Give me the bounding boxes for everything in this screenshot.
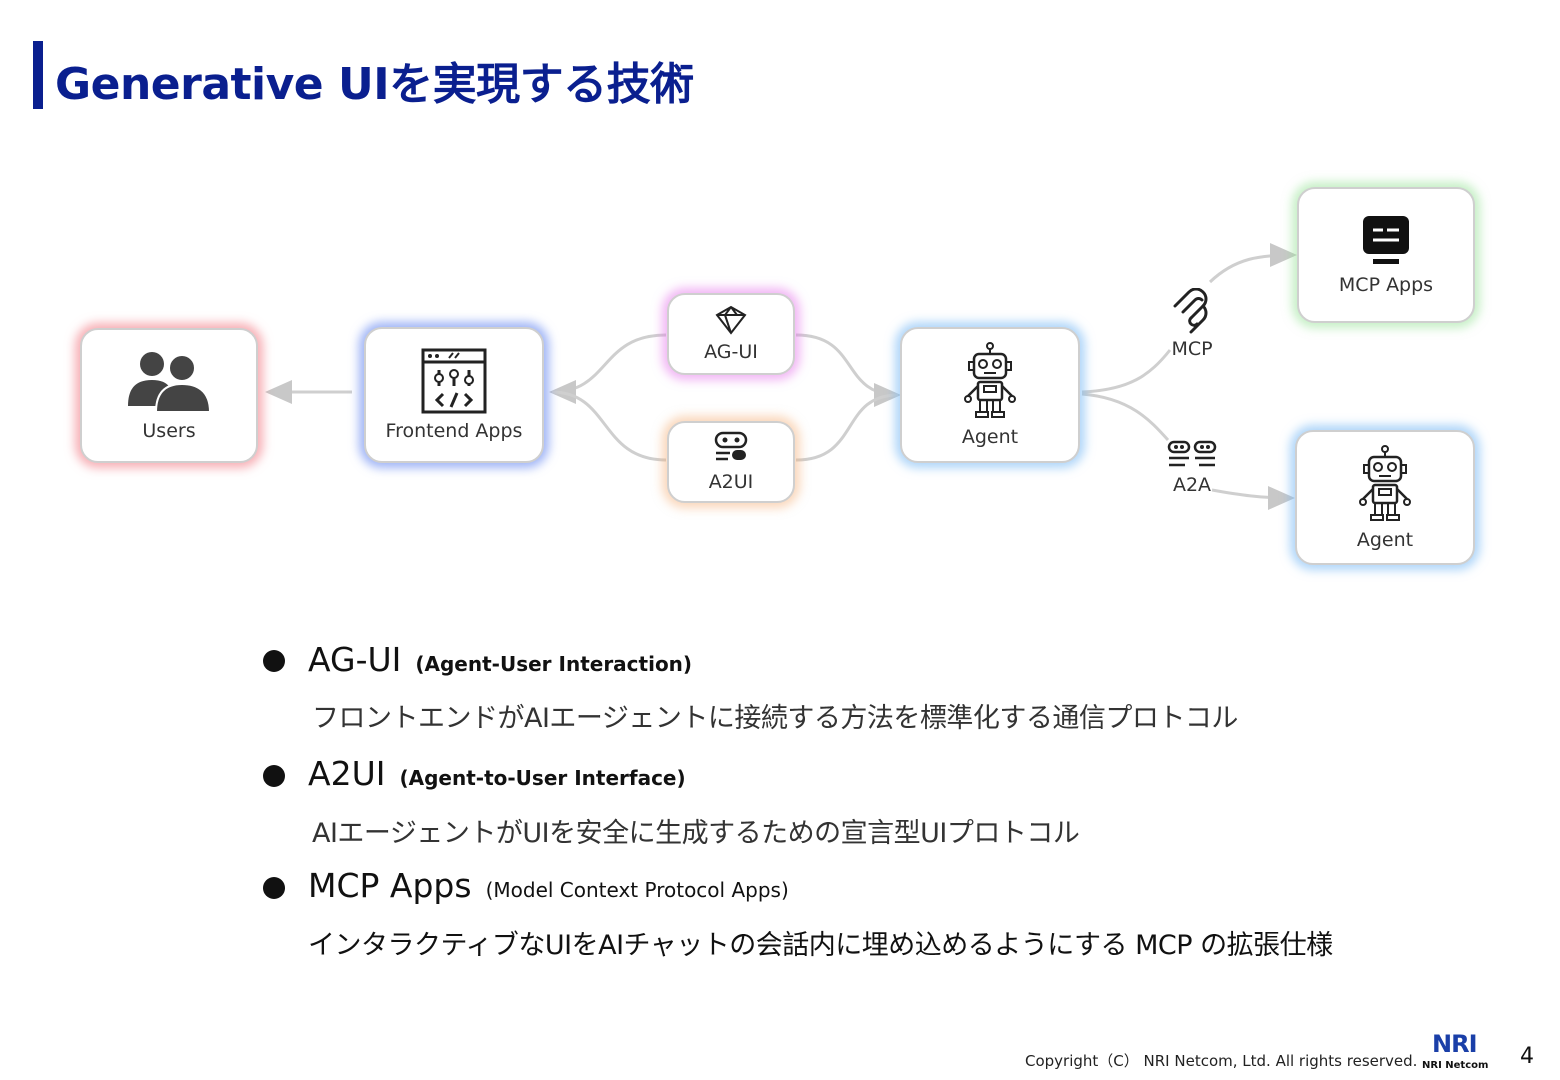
- arrow-agui-to-frontend: [549, 333, 667, 404]
- bullet-description: フロントエンドがAIエージェントに接続する方法を標準化する通信プロトコル: [312, 703, 1238, 734]
- bullet-dot: [263, 765, 285, 787]
- bullet-subtitle: (Agent-User Interaction): [415, 652, 693, 676]
- users-icon: [128, 351, 212, 413]
- copyright-text: Copyright（C） NRI Netcom, Ltd. All rights…: [1025, 1052, 1418, 1070]
- bullet-description: インタラクティブなUIをAIチャットの会話内に埋め込めるようにする MCP の拡…: [308, 930, 1333, 961]
- node-agent-remote: Agent: [1295, 430, 1475, 565]
- node-mcp-apps-label: MCP Apps: [1338, 274, 1434, 296]
- nri-logo: NRI NRI Netcom: [1422, 1030, 1492, 1074]
- slide-title: Generative UIを実現する技術: [55, 59, 694, 110]
- bullet-ag-ui: AG-UI (Agent-User Interaction): [308, 640, 692, 679]
- bullet-dot: [263, 650, 285, 672]
- node-a2ui-label: A2UI: [708, 471, 754, 493]
- bullet-subtitle: (Model Context Protocol Apps): [485, 878, 789, 902]
- protocol-mcp-label: MCP: [1171, 338, 1213, 360]
- logo-mark: NRI: [1432, 1030, 1477, 1058]
- node-a2ui: A2UI: [667, 421, 795, 503]
- node-ag-ui-label: AG-UI: [704, 341, 758, 363]
- crystal-icon: [715, 305, 747, 335]
- node-mcp-apps: MCP Apps: [1297, 187, 1475, 323]
- arrow-a2ui-to-frontend: [551, 390, 667, 462]
- node-frontend-apps: Frontend Apps: [364, 327, 544, 463]
- arrow-agent-to-mcp: [1081, 349, 1172, 394]
- bullet-a2ui: A2UI (Agent-to-User Interface): [308, 754, 686, 793]
- bullet-description: AIエージェントがUIを安全に生成するための宣言型UIプロトコル: [312, 818, 1080, 849]
- bullet-name: MCP Apps: [308, 866, 472, 905]
- robot-icon: [1359, 444, 1411, 521]
- node-users: Users: [80, 328, 258, 463]
- protocol-a2a: A2A: [1160, 440, 1224, 496]
- node-ag-ui: AG-UI: [667, 293, 795, 375]
- title-accent-bar: [33, 41, 43, 109]
- mcp-icon: [1173, 288, 1208, 334]
- a2ui-icon: [714, 431, 748, 461]
- arrow-a2ui-to-agent: [795, 393, 899, 462]
- arrow-mcp-to-mcpapps: [1208, 243, 1297, 284]
- bullet-subtitle: (Agent-to-User Interface): [399, 766, 686, 790]
- arrow-a2a-to-agent2: [1211, 485, 1295, 510]
- node-frontend-apps-label: Frontend Apps: [385, 420, 523, 442]
- page-number: 4: [1520, 1044, 1534, 1069]
- terminal-icon: [1363, 216, 1409, 264]
- node-agent: Agent: [900, 327, 1080, 463]
- logo-text: NRI Netcom: [1422, 1060, 1489, 1071]
- node-agent-remote-label: Agent: [1356, 528, 1414, 551]
- connector-layer: [265, 243, 1297, 510]
- bullet-name: A2UI: [308, 754, 386, 793]
- protocol-a2a-label: A2A: [1172, 474, 1212, 496]
- robot-icon: [964, 342, 1016, 418]
- bullet-dot: [263, 877, 285, 899]
- code-window-icon: [421, 348, 487, 414]
- arrow-agui-to-agent: [795, 333, 901, 407]
- bullet-name: AG-UI: [308, 640, 402, 679]
- architecture-diagram: Users Frontend Apps AG-UI: [80, 187, 1475, 565]
- arrow-agent-to-a2a: [1081, 392, 1170, 442]
- node-users-label: Users: [142, 419, 196, 442]
- bullet-mcp-apps: MCP Apps (Model Context Protocol Apps): [308, 866, 789, 905]
- node-agent-label: Agent: [961, 426, 1019, 448]
- protocol-mcp: MCP: [1160, 288, 1224, 360]
- a2a-icon: [1167, 440, 1217, 467]
